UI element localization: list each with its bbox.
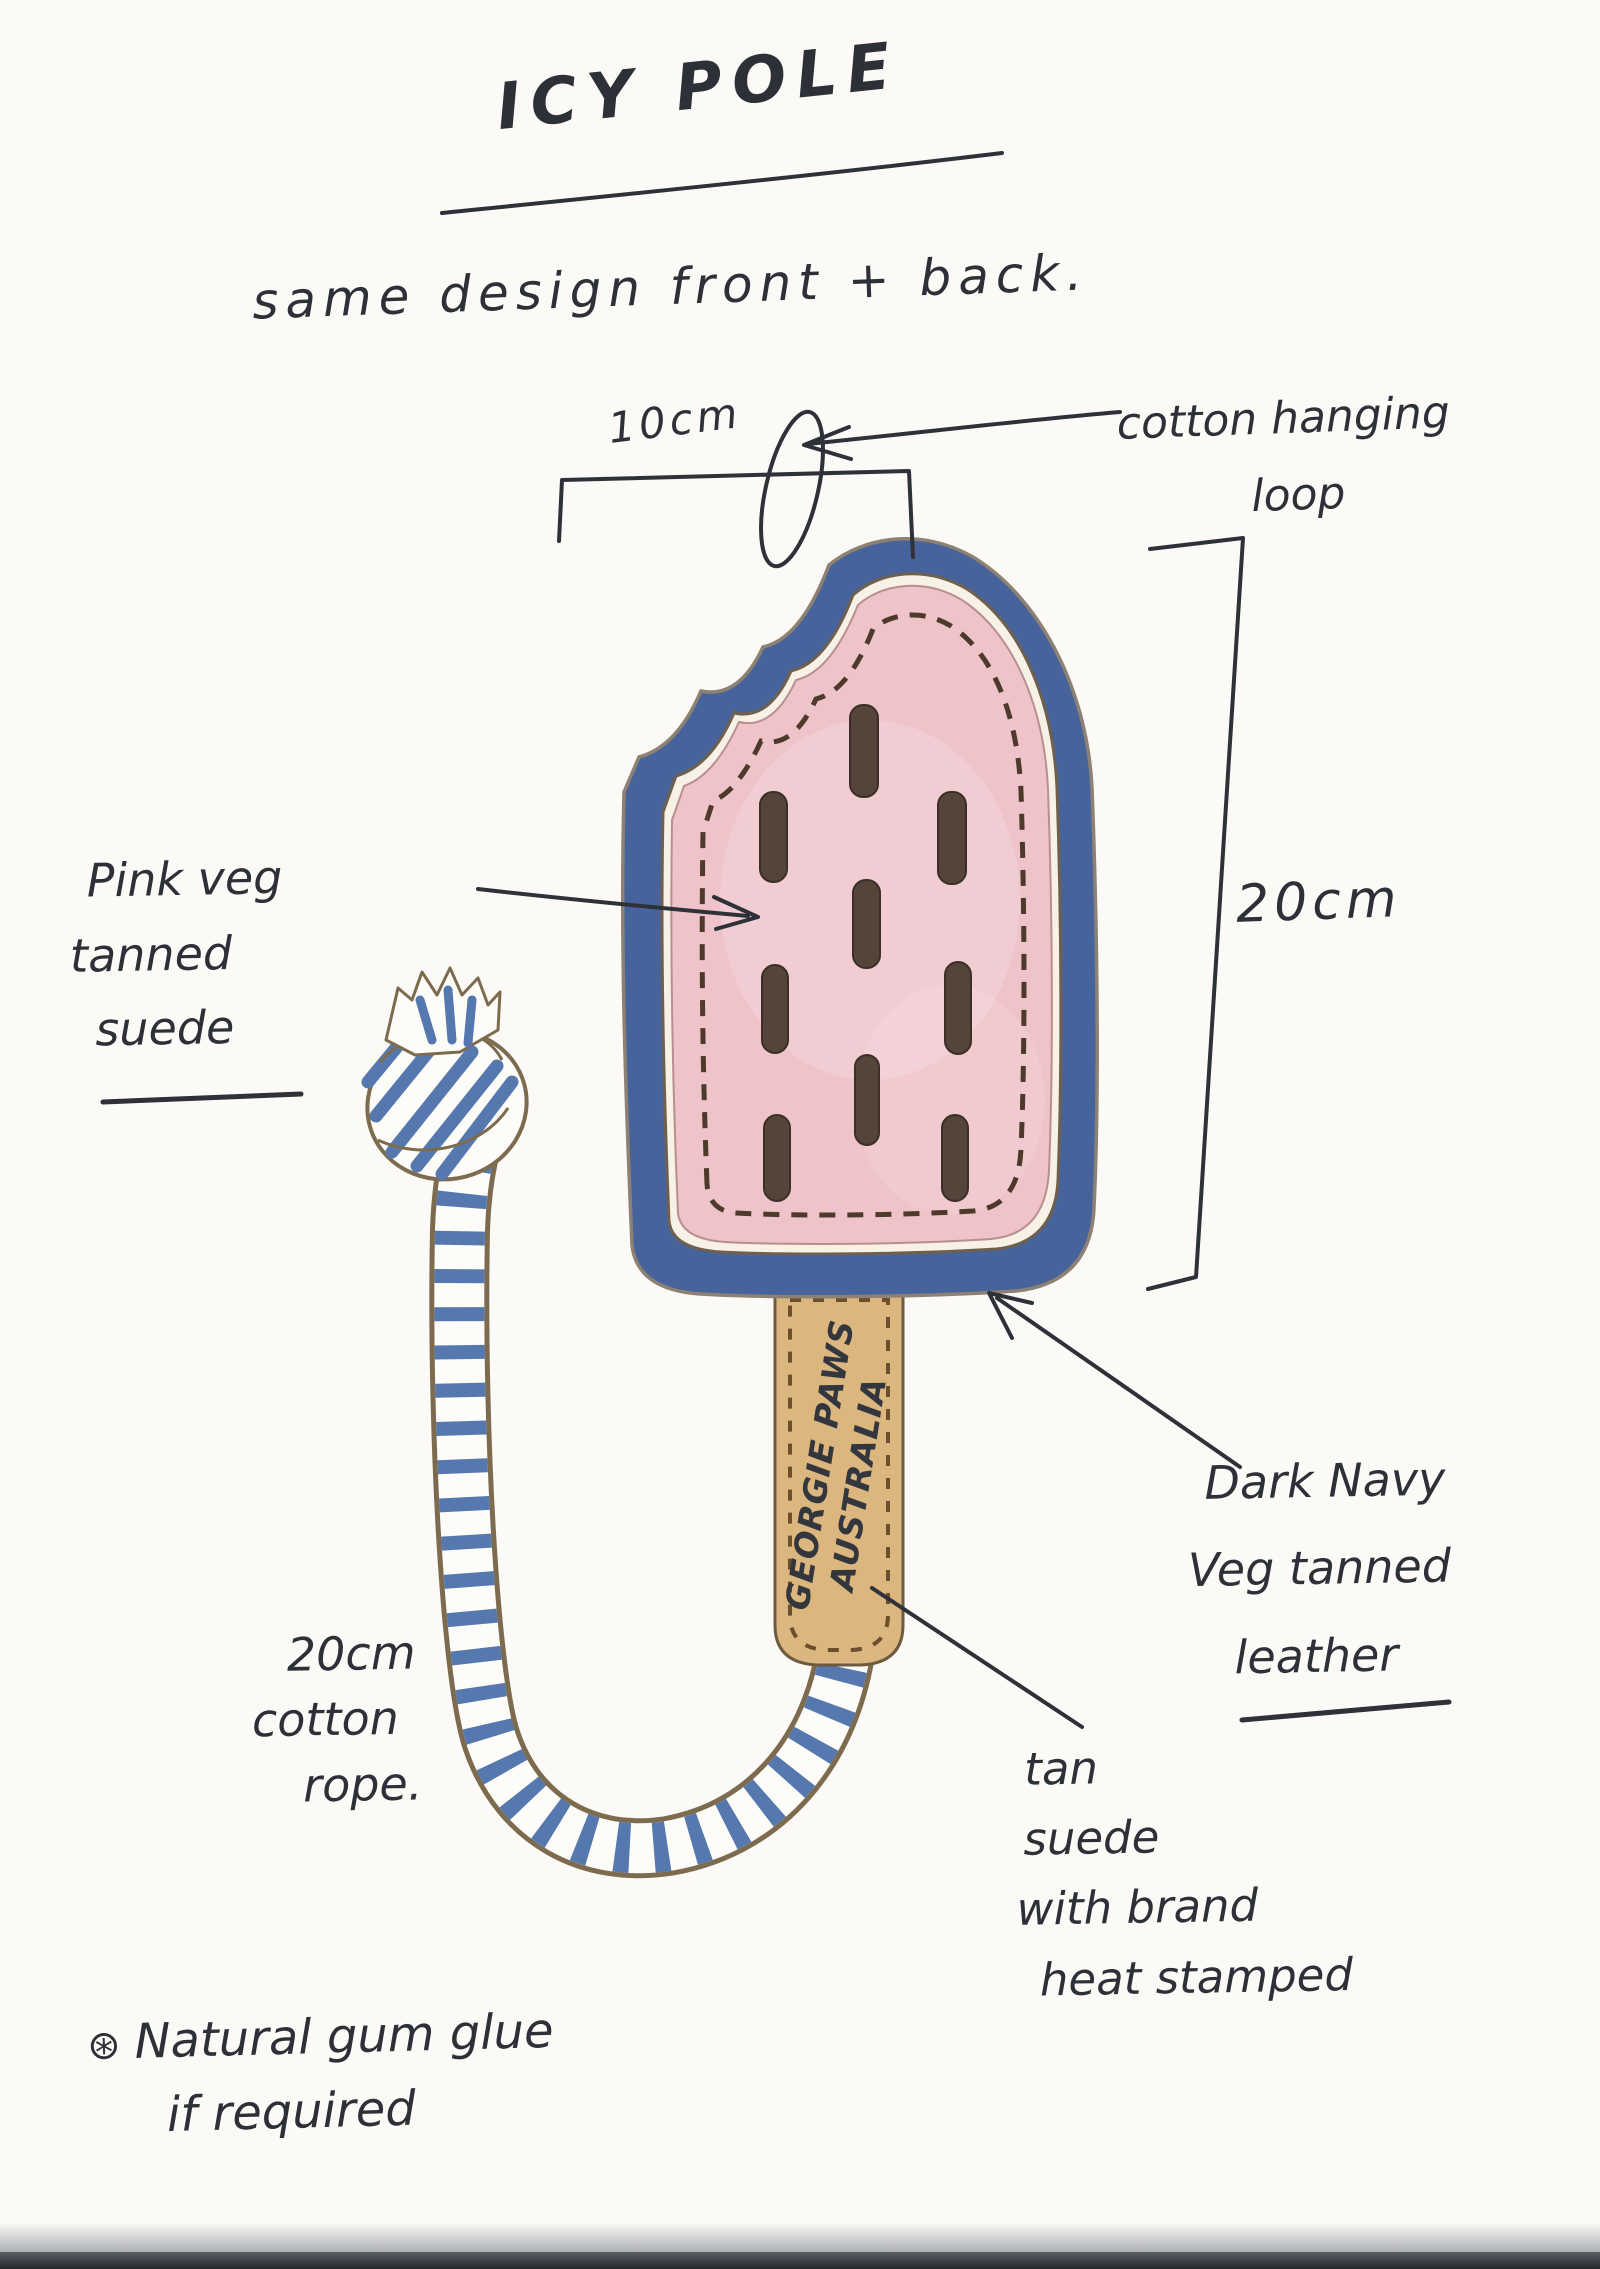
pink-suede-label-line3: suede [94,1000,235,1057]
seed [759,791,788,883]
cotton-rope [429,1120,878,1879]
pen-annotations [100,151,1452,1729]
pink-suede-label-line2: tanned [69,925,233,983]
glue-note-line2: if required [166,2080,417,2144]
glue-note-text1: Natural gum glue [133,2002,555,2070]
height-bracket-20cm [1146,536,1245,1291]
scan-edge-shadow [0,2224,1600,2252]
seed [763,1114,791,1202]
pink-suede-arrow [476,887,750,918]
stick-stitching [788,1298,890,1652]
rope-stripes [434,1144,873,1874]
pink-highlight [855,985,1045,1215]
navy-leather-label-line1: Dark Navy [1204,1451,1446,1510]
tan-suede-label-line1: tan [1023,1741,1099,1796]
tan-suede-label-line3: with brand [1016,1879,1259,1937]
cotton-rope-label-line2: cotton [251,1691,400,1748]
stick-body [773,1280,905,1667]
seed [852,879,881,969]
height-dimension-label: 20cm [1235,869,1403,935]
seed [854,1054,880,1146]
pink-suede-arrowhead [712,895,760,931]
hanging-loop-label-line2: loop [1250,467,1347,523]
seed-dashes [759,704,972,1202]
hanging-loop-arrow [806,410,1122,446]
navy-leather-label-line3: leather [1234,1627,1399,1685]
scan-edge-strip [0,2252,1600,2269]
rope-knot [361,966,529,1182]
navy-leather-label-line2: Veg tanned [1187,1538,1452,1598]
seed [937,791,967,885]
seed [761,964,789,1054]
seed [849,704,879,798]
navy-leather-arrow [995,1296,1242,1469]
knot-twist-line [377,1107,510,1152]
cotton-rope-label: 20cm cotton rope. [238,1620,423,1819]
cotton-rope-label-line3: rope. [302,1756,423,1813]
glue-note-line1: ⊛Natural gum glue [86,1994,555,2081]
navy-leather-arrowhead [987,1291,1034,1340]
seed [944,961,972,1055]
title-underline [440,151,1004,215]
hanging-loop [759,409,825,569]
pink-label-underline [100,1091,304,1105]
icy-pole-body [620,537,1099,1299]
hanging-loop-label: cotton hanging loop [1115,374,1453,540]
pink-suede-label: Pink veg tanned suede [68,840,286,1067]
asterisk-icon: ⊛ [86,2022,122,2070]
leather-label-underline [1239,1699,1452,1723]
stitch-line [699,612,1027,1218]
seed [941,1114,969,1202]
tassel-stripes [415,985,477,1048]
pink-suede-label-line1: Pink veg [86,850,283,908]
width-bracket-10cm [557,469,915,559]
navy-leather-label: Dark Navy Veg tanned leather [1166,1436,1453,1703]
tan-suede-label: tan suede with brand heat stamped [1006,1729,1354,2016]
hanging-loop-arrowhead [802,425,853,461]
tan-suede-label-line2: suede [1022,1810,1160,1866]
glue-note: ⊛Natural gum glue if required [86,1994,556,2155]
cotton-rope-label-line1: 20cm [286,1625,416,1682]
hanging-loop-label-line1: cotton hanging [1115,387,1451,450]
stick-pointer-line [870,1586,1084,1729]
popsicle-stick [773,1280,905,1667]
tan-suede-label-line4: heat stamped [1039,1947,1354,2007]
